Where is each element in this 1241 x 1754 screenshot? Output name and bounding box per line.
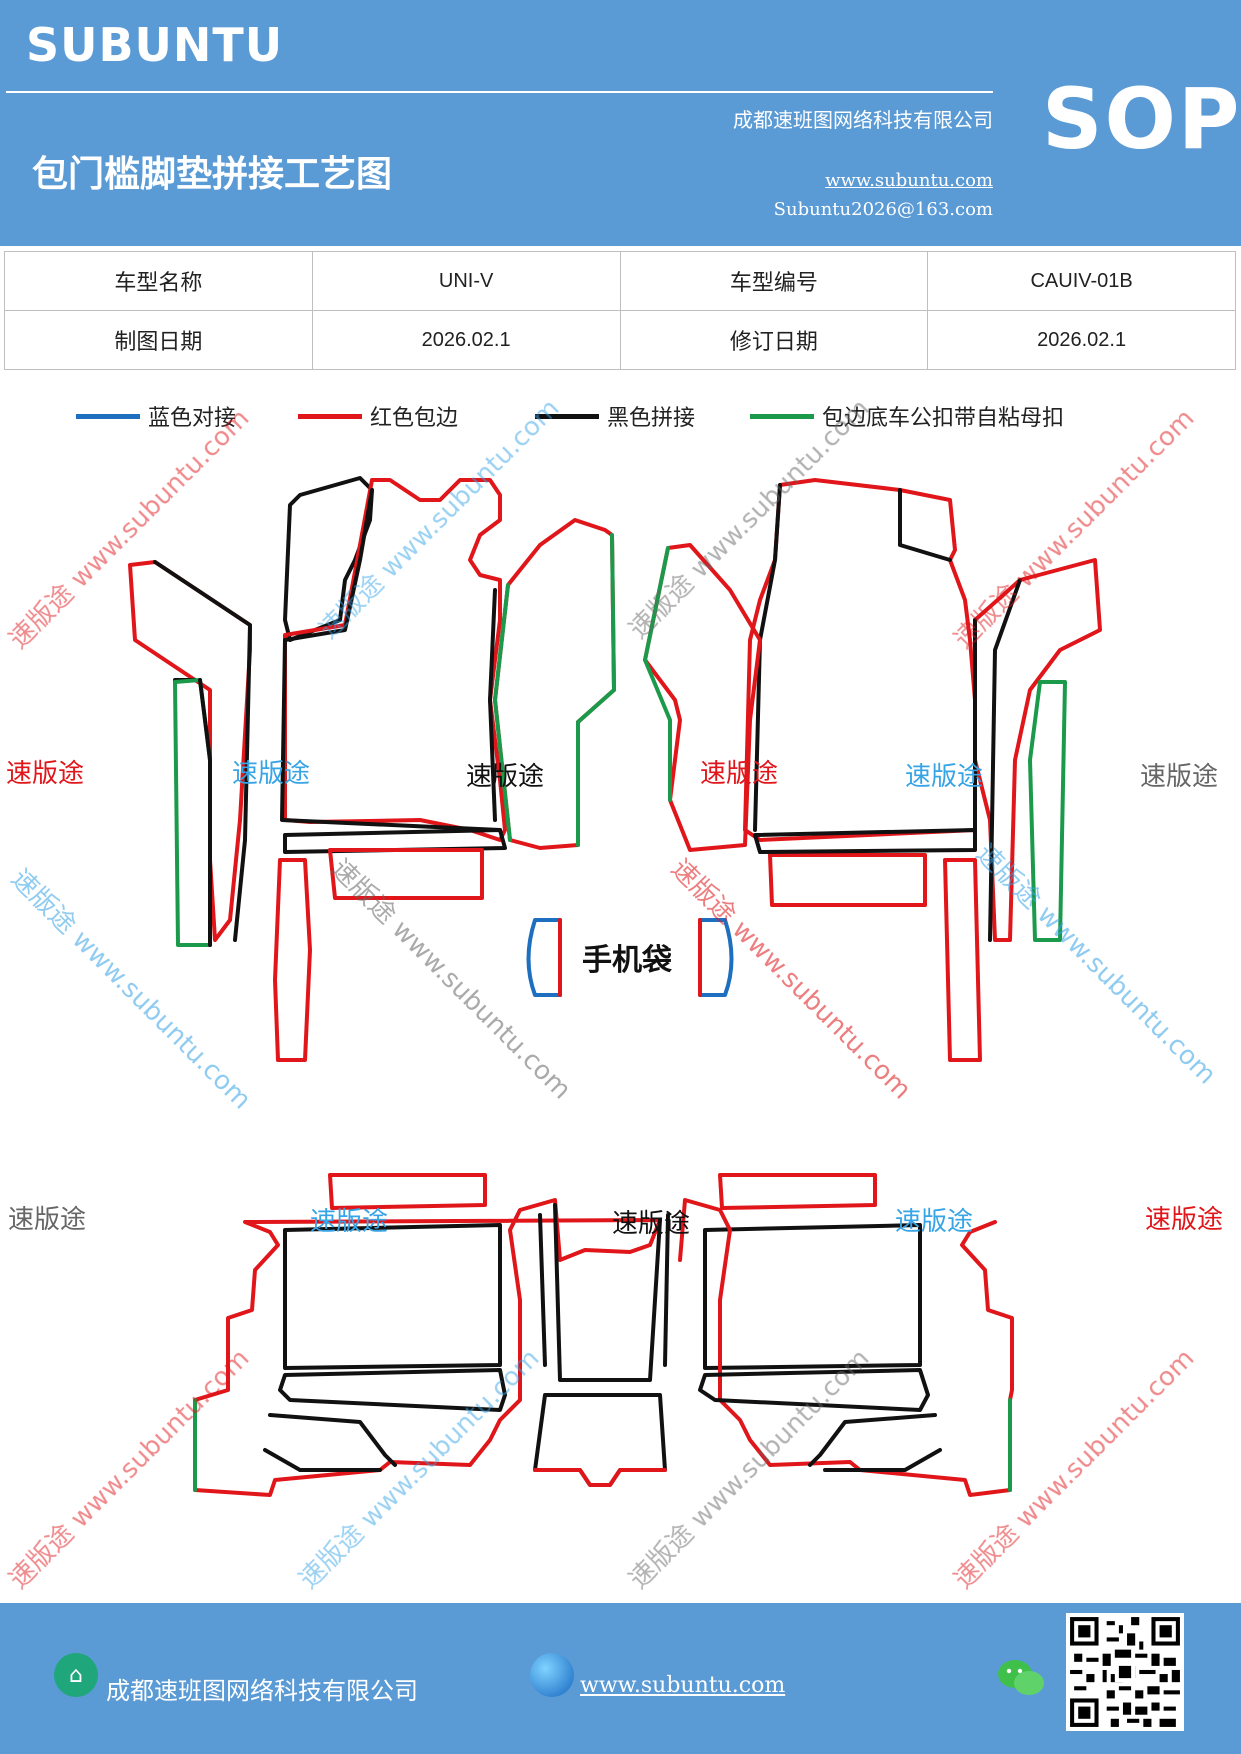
watermark: 速版途 www.subuntu.com bbox=[5, 864, 257, 1116]
watermark: 速版途 www.subuntu.com bbox=[4, 403, 256, 655]
header-email: Subuntu2026@163.com bbox=[773, 199, 993, 220]
mat-piece-passenger-main bbox=[743, 478, 977, 842]
header-company: 成都速班图网络科技有限公司 bbox=[733, 108, 993, 132]
mat-rear-left-seat bbox=[283, 1223, 502, 1370]
watermark-label: 速版途 bbox=[6, 759, 84, 789]
mat-inner-passenger-left bbox=[643, 546, 672, 802]
watermark-label: 速版途 bbox=[8, 1205, 86, 1235]
legend-label: 包边底车公扣带自粘母扣 bbox=[822, 406, 1065, 431]
mat-inner-passenger bbox=[753, 483, 952, 832]
legend-swatch bbox=[535, 413, 599, 419]
document-title: 包门槛脚垫拼接工艺图 bbox=[32, 153, 393, 195]
legend-label: 红色包边 bbox=[370, 406, 459, 431]
legend-item-green: 包边底车公扣带自粘母扣 bbox=[750, 400, 1064, 432]
mat-rear-top-right bbox=[718, 1173, 877, 1210]
qr-code bbox=[1066, 1613, 1184, 1731]
table-cell: UNI-V bbox=[311, 251, 621, 311]
footer-website-link[interactable]: www.subuntu.com bbox=[580, 1673, 786, 1698]
watermark-label: 速版途 bbox=[466, 762, 544, 792]
phone-bag-left bbox=[526, 918, 562, 997]
table-cell: 2026.02.1 bbox=[311, 310, 621, 370]
footer-banner: ⌂ 成都速班图网络科技有限公司 www.subuntu.com bbox=[0, 1603, 1241, 1754]
mat-piece-left-arch bbox=[128, 560, 252, 942]
mat-inner-center-right bbox=[493, 533, 616, 847]
watermark: 速版途 www.subuntu.com bbox=[4, 1343, 256, 1595]
mat-rear-right-outer bbox=[678, 1198, 1014, 1497]
floor-mat-diagram: 速版途 www.subuntu.com 速版途 www.subuntu.com … bbox=[4, 393, 1223, 1595]
phone-bag-right bbox=[698, 918, 734, 997]
line-legend: 蓝色对接 红色包边 黑色拼接 包边底车公扣带自粘母扣 bbox=[0, 400, 1241, 440]
legend-swatch bbox=[76, 413, 140, 419]
mat-rear-center-red bbox=[533, 1468, 667, 1487]
mat-piece-right-center-bar bbox=[753, 828, 977, 854]
mat-rear-right-seat bbox=[703, 1223, 922, 1370]
table-cell: 制图日期 bbox=[4, 310, 313, 370]
sop-badge: SOP bbox=[1042, 70, 1241, 168]
watermark-label: 速版途 bbox=[612, 1209, 690, 1239]
watermark: 速版途 www.subuntu.com bbox=[949, 1343, 1201, 1595]
table-cell: CAUIV-01B bbox=[927, 251, 1236, 311]
mat-inner-black bbox=[280, 488, 502, 832]
watermark-label: 速版途 bbox=[1145, 1205, 1223, 1235]
mat-rear-left-inner bbox=[263, 1368, 507, 1472]
table-cell: 修订日期 bbox=[619, 310, 929, 370]
globe-icon bbox=[530, 1653, 574, 1697]
mat-inner-right-arch bbox=[973, 578, 1022, 942]
watermark-label: 速版途 bbox=[905, 762, 983, 792]
header-divider bbox=[6, 91, 993, 93]
table-row: 车型名称 UNI-V 车型编号 CAUIV-01B bbox=[4, 251, 1236, 311]
table-cell: 2026.02.1 bbox=[927, 310, 1236, 370]
mat-piece-right-center-bottom bbox=[768, 853, 927, 907]
legend-item-black: 黑色拼接 bbox=[535, 400, 695, 432]
phone-bag-label: 手机袋 bbox=[582, 943, 672, 978]
mat-piece-right-arch bbox=[973, 558, 1102, 942]
mat-piece-center-bottom bbox=[328, 848, 484, 900]
wechat-icon[interactable] bbox=[996, 1657, 1046, 1699]
mat-rear-top-left bbox=[328, 1173, 487, 1210]
legend-item-blue: 蓝色对接 bbox=[76, 400, 236, 432]
watermark: 速版途 www.subuntu.com bbox=[949, 403, 1201, 655]
legend-label: 蓝色对接 bbox=[148, 406, 237, 431]
legend-swatch bbox=[750, 413, 814, 419]
table-cell: 车型编号 bbox=[619, 251, 929, 311]
vehicle-info-table: 车型名称 UNI-V 车型编号 CAUIV-01B 制图日期 2026.02.1… bbox=[4, 251, 1236, 370]
mat-strip-right-green bbox=[1028, 680, 1067, 942]
legend-label: 黑色拼接 bbox=[607, 406, 696, 431]
table-row: 制图日期 2026.02.1 修订日期 2026.02.1 bbox=[4, 310, 1236, 370]
legend-item-red: 红色包边 bbox=[298, 400, 458, 432]
watermark-label: 速版途 bbox=[895, 1207, 973, 1237]
brand-logo: SUBUNTU bbox=[26, 18, 284, 72]
watermark-label: 速版途 bbox=[700, 759, 778, 789]
watermark: 速版途 www.subuntu.com bbox=[665, 854, 917, 1106]
mat-piece-right-bottom-strip bbox=[943, 858, 982, 1062]
watermark: 速版途 www.subuntu.com bbox=[624, 393, 876, 645]
footer-company: 成都速班图网络科技有限公司 bbox=[106, 1677, 418, 1705]
watermark-label: 速版途 bbox=[310, 1207, 388, 1237]
table-cell: 车型名称 bbox=[4, 251, 313, 311]
home-icon: ⌂ bbox=[54, 1653, 98, 1697]
mat-piece-left-bottom-strip bbox=[273, 858, 312, 1062]
mat-inner-left-arch bbox=[153, 560, 252, 942]
legend-swatch bbox=[298, 413, 362, 419]
watermark: 速版途 www.subuntu.com bbox=[970, 839, 1222, 1091]
mat-piece-center-bar bbox=[283, 828, 507, 854]
mat-piece-center-right bbox=[493, 518, 616, 850]
watermark-label: 速版途 bbox=[232, 759, 310, 789]
header-website-link[interactable]: www.subuntu.com bbox=[825, 170, 993, 191]
mat-piece-passenger-left bbox=[643, 543, 762, 852]
mat-rear-left-outer bbox=[193, 1198, 662, 1497]
mat-rear-center-tunnel bbox=[538, 1203, 670, 1382]
mat-rear-right-inner bbox=[698, 1368, 942, 1472]
watermark: 速版途 www.subuntu.com bbox=[314, 393, 566, 645]
mat-strip-left-black bbox=[198, 678, 212, 947]
watermark: 速版途 www.subuntu.com bbox=[325, 854, 577, 1106]
header-banner: SUBUNTU 成都速班图网络科技有限公司 SOP 包门槛脚垫拼接工艺图 www… bbox=[0, 0, 1241, 246]
watermark-label: 速版途 bbox=[1140, 762, 1218, 792]
